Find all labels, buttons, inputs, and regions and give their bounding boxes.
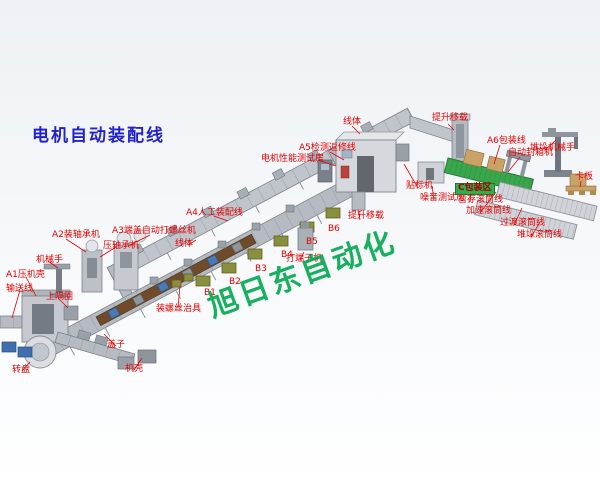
label-stacking-robot: 堆垛机械手 xyxy=(530,143,576,153)
label-a2-bearing-machine: A2装轴承机 xyxy=(52,230,100,240)
label-transition-roller-line: 过渡滚筒线 xyxy=(500,218,546,228)
label-a5-test-repair-line: A5检测返修线 xyxy=(299,143,356,153)
operator-seats xyxy=(149,204,295,285)
leader-lines xyxy=(11,123,582,372)
page-title: 电机自动装配线 xyxy=(32,126,165,146)
label-press-bearing: 压轴承机 xyxy=(103,241,140,251)
motor-test-room-structure xyxy=(317,131,405,193)
label-noise-test-room: 噪音测试房 xyxy=(420,193,466,203)
label-a1-press-housing: A1压机壳 xyxy=(6,270,45,280)
noise-room-structure xyxy=(417,161,445,184)
label-motor-test-room: 电机性能测试房 xyxy=(261,154,325,164)
label-robot-arm: 机械手 xyxy=(36,255,64,265)
label-spacer-ring: 上隔圈 xyxy=(46,292,74,302)
main-conveyor xyxy=(43,107,416,357)
terminal-machine-structure xyxy=(297,222,314,251)
transition-roller-conveyor xyxy=(495,181,598,222)
label-b5: B5 xyxy=(306,237,318,247)
label-buffer-roller-line: 暂存滚筒线 xyxy=(458,195,504,205)
label-a4-manual-line: A4人工装配线 xyxy=(186,208,243,218)
label-lift-transfer-1: 提升移载 xyxy=(432,113,469,123)
label-a3-screw-machine: A3端盖自动打螺丝机 xyxy=(112,226,196,236)
labeler-machine-structure xyxy=(395,143,410,162)
label-stacking-roller-line: 堆垛滚筒线 xyxy=(517,230,563,240)
label-carton-sealer: 自动封箱机 xyxy=(508,148,554,158)
label-feed-conveyor: 输送线 xyxy=(6,284,34,294)
stacking-roller-conveyor xyxy=(473,199,578,240)
label-b3: B3 xyxy=(255,264,267,274)
label-accel-roller-line: 加速滚筒线 xyxy=(466,206,512,216)
label-turntable: 转盘 xyxy=(12,365,31,375)
label-b2: B2 xyxy=(229,277,241,287)
label-line-body-2: 线体 xyxy=(343,117,362,127)
a1-station-cluster xyxy=(0,229,157,370)
label-pallet: 卡板 xyxy=(575,172,594,182)
label-b4: B4 xyxy=(281,250,293,260)
label-a6-packing-line: A6包装线 xyxy=(487,136,526,146)
pallet-structure xyxy=(565,173,597,195)
label-lift-transfer-2: 提升移载 xyxy=(348,211,385,221)
label-housing: 机壳 xyxy=(125,364,144,374)
label-labeling-machine: 贴标机 xyxy=(406,181,434,191)
label-c-packing-zone: C包装区 xyxy=(455,183,495,195)
stacker-robot-structure xyxy=(542,128,578,177)
label-b1: B1 xyxy=(204,288,216,298)
label-screw-fixture: 装螺丝治具 xyxy=(156,304,202,314)
label-b6: B6 xyxy=(328,224,340,234)
label-terminal-machine: 打端子机 xyxy=(286,254,323,264)
mid-lift-structure xyxy=(351,191,366,211)
label-line-body-1: 线体 xyxy=(175,239,194,249)
label-cover: 盖子 xyxy=(107,340,126,350)
